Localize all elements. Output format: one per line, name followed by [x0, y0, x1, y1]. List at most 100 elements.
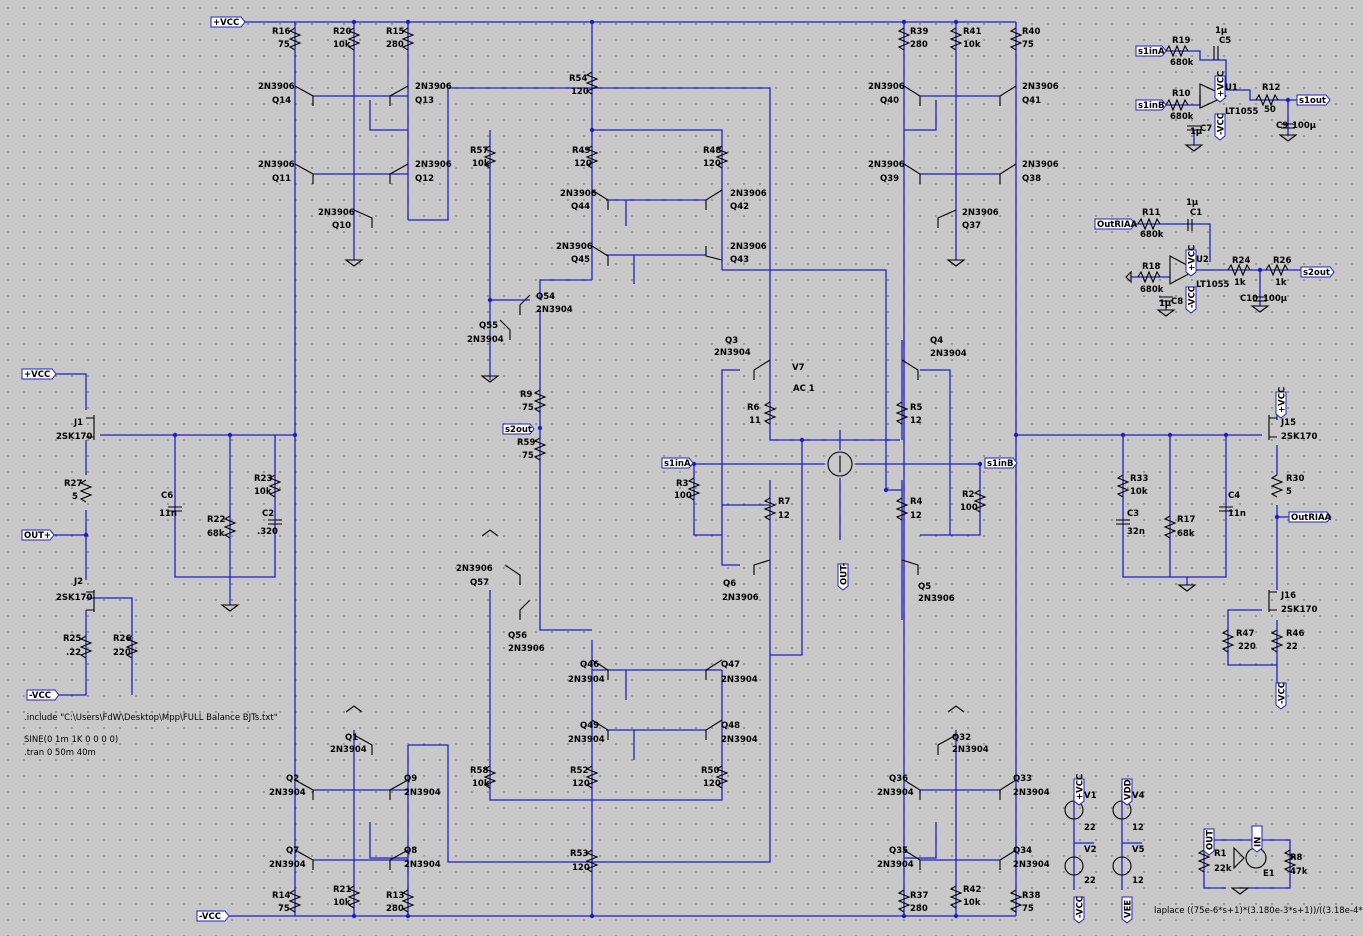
net-OutRIAA-in[interactable]: OutRIAA: [1094, 218, 1138, 230]
label-R10-v: 680k: [1170, 112, 1194, 122]
net-vcc-neg-v2-flag: [1073, 896, 1085, 924]
net-s1inB[interactable]: s1inB: [984, 457, 1018, 469]
label-R48-v: 120: [703, 159, 721, 169]
label-R40-v: 75: [1022, 40, 1034, 50]
label-R16: R16: [272, 27, 290, 37]
label-C1-top: 1µ: [1186, 198, 1198, 208]
net-vdd-v4-text: VDD: [1124, 779, 1134, 800]
laplace-directive[interactable]: laplace ((75e-6*s+1)*(3.180e-3*s+1))/((3…: [1154, 906, 1363, 916]
label-R2-v: 100: [960, 503, 978, 513]
net-in-e1[interactable]: IN: [1251, 825, 1264, 853]
net-vcc-neg-bottom[interactable]: -VCC: [196, 910, 230, 922]
label-J15: J15: [1280, 418, 1296, 428]
label-R30-v: 5: [1286, 487, 1292, 497]
label-Q34-m: 2N3904: [1013, 860, 1050, 870]
net-s1inA-u1-text: s1inA: [1138, 47, 1165, 57]
net-s2out[interactable]: s2out: [502, 423, 535, 435]
net-s1inA-text: s1inA: [664, 459, 691, 469]
net-s1inA-u1-flag: [1135, 45, 1167, 57]
include-directive[interactable]: .include "C:\Users\FdW\Desktop\Mpp\FULL …: [24, 713, 278, 723]
net-s1inA-u1[interactable]: s1inA: [1135, 45, 1167, 57]
net-OutRIAA[interactable]: OutRIAA: [1288, 511, 1332, 523]
net-vcc-neg-v2-text: -VCC: [1076, 896, 1086, 918]
net-flags: +VCC +VCC OUT+ -VCC -VCC s2out s1inA s1inB s1inA…: [21, 16, 1335, 924]
label-Q35-m: 2N3904: [877, 860, 914, 870]
net-vcc-left-flag: [21, 368, 57, 380]
net-vcc-top[interactable]: +VCC: [210, 16, 246, 28]
label-R18-v: 680k: [1140, 285, 1164, 295]
net-s2out-u2[interactable]: s2out: [1300, 266, 1335, 278]
label-R24-v: 1k: [1234, 278, 1246, 288]
source-directive[interactable]: SINE(0 1m 1K 0 0 0 0): [24, 735, 118, 745]
label-V1: V1: [1084, 791, 1097, 801]
net-vcc-left[interactable]: +VCC: [21, 368, 57, 380]
label-R1: R1: [1214, 849, 1227, 859]
label-Q14: Q14: [272, 96, 291, 106]
net-vcc-v1[interactable]: +VCC: [1073, 774, 1086, 806]
net-vcc-top-text: +VCC: [213, 18, 239, 28]
net-s2out-text: s2out: [505, 425, 532, 435]
label-C4-v: 11n: [1228, 509, 1246, 519]
net-vcc-u2-text: +VCC: [1188, 245, 1198, 271]
label-C5-top: 1µ: [1215, 26, 1227, 36]
junctions: [83, 19, 1291, 919]
net-s1out[interactable]: s1out: [1296, 94, 1331, 106]
label-R24: R24: [1232, 256, 1250, 266]
net-vdd-v4[interactable]: VDD: [1121, 778, 1134, 806]
label-R5: R5: [910, 403, 923, 413]
label-Q48-m: 2N3904: [721, 735, 758, 745]
label-Q7: Q7: [286, 846, 299, 856]
label-R23: R23: [254, 474, 272, 484]
label-V7: V7: [792, 363, 805, 373]
net-vee-v5-flag: [1121, 896, 1133, 924]
label-R26b: R26: [1273, 256, 1291, 266]
label-Q36: Q36: [889, 774, 908, 784]
label-R26b-v: 1k: [1275, 278, 1287, 288]
net-vcc-u1[interactable]: +VCC: [1214, 71, 1227, 103]
net-out-e1[interactable]: OUT: [1203, 828, 1216, 856]
label-J2-m: 2SK170: [56, 593, 92, 603]
label-R50-v: 120: [703, 779, 721, 789]
net-out-minus[interactable]: OUT-: [837, 562, 850, 591]
net-s2out-u2-flag: [1300, 266, 1335, 278]
net-vcc-u2[interactable]: +VCC: [1185, 245, 1198, 277]
wires: [52, 21, 1301, 917]
net-out-e1-text: OUT: [1206, 830, 1216, 850]
label-Q2-m: 2N3904: [269, 788, 306, 798]
label-R26: R26: [113, 634, 131, 644]
label-C10: C10: [1240, 294, 1258, 304]
net-vee-v5[interactable]: VEE: [1121, 896, 1134, 924]
tran-directive[interactable]: .tran 0 50m 40m: [24, 748, 96, 758]
label-Q32: Q32: [952, 733, 971, 743]
net-vcc-neg-v2[interactable]: -VCC: [1073, 896, 1086, 924]
label-Q36-m: 2N3904: [877, 788, 914, 798]
label-R47-v: 220: [1238, 642, 1256, 652]
label-R40: R40: [1022, 27, 1040, 37]
label-C1: C1: [1190, 208, 1202, 218]
label-Q7-m: 2N3904: [269, 860, 306, 870]
label-R57-v: 10k: [472, 159, 490, 169]
label-R30: R30: [1286, 474, 1304, 484]
net-s1inA[interactable]: s1inA: [661, 457, 694, 469]
label-C9-v: 100µ: [1292, 121, 1316, 131]
net-vcc-neg-u2[interactable]: -VCC: [1185, 286, 1198, 314]
net-s1inB-u1[interactable]: s1inB: [1135, 99, 1167, 111]
label-Q35: Q35: [889, 846, 908, 856]
net-vcc-u1-flag: [1214, 75, 1226, 103]
net-vcc-neg-u2-flag: [1185, 286, 1197, 314]
label-Q45: Q45: [571, 255, 590, 265]
label-R6-v: 11: [749, 416, 761, 426]
label-Q3: Q3: [725, 336, 738, 346]
net-out-plus[interactable]: OUT+: [21, 529, 55, 541]
net-vcc-j15[interactable]: +VCC: [1275, 387, 1288, 419]
label-R15: R15: [386, 27, 404, 37]
label-Q3-m: 2N3904: [714, 348, 751, 358]
label-V2: V2: [1084, 845, 1097, 855]
label-R41: R41: [963, 27, 981, 37]
label-Q57: Q57: [470, 578, 489, 588]
net-vcc-neg-j16[interactable]: -VCC: [1275, 682, 1288, 710]
label-R3: R3: [676, 479, 689, 489]
net-vcc-neg-u1[interactable]: -VCC: [1214, 113, 1227, 141]
net-vcc-neg-left[interactable]: -VCC: [26, 689, 60, 701]
